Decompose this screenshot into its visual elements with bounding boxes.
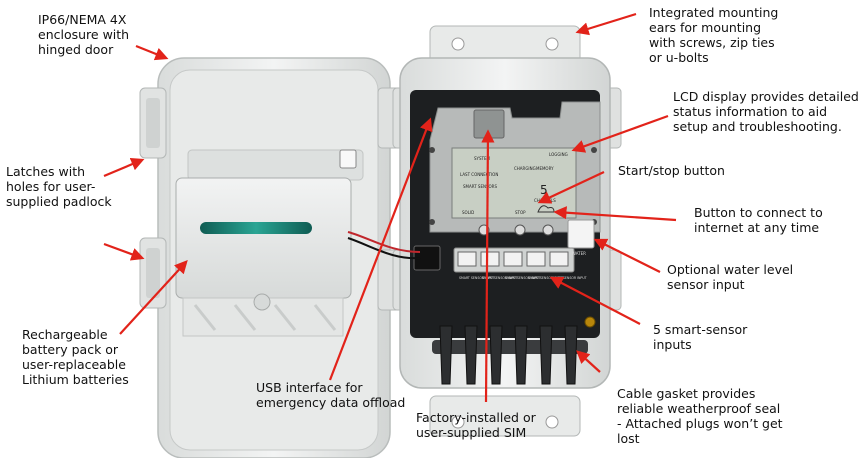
lcd-memory: MEMORY [536, 166, 554, 171]
battery-slot-icon [200, 222, 312, 234]
sensor-port-label: SMART SENSOR INPUT [551, 276, 587, 280]
lcd-channel-count: 5 [540, 183, 548, 197]
start-stop-button [514, 224, 526, 236]
callout-enclosure: IP66/NEMA 4X enclosure with hinged door [38, 12, 130, 57]
cable-plug [514, 325, 528, 385]
callout-ears: Integrated mounting ears for mounting wi… [649, 5, 779, 65]
water-level-port [567, 219, 595, 249]
sensor-port [526, 251, 546, 267]
lcd-solid: SOLID [462, 210, 474, 215]
cable-plug [539, 325, 553, 385]
callout-sensors: 5 smart-sensor inputs [653, 322, 748, 352]
callout-water: Optional water level sensor input [667, 262, 794, 292]
lcd-display [451, 147, 577, 219]
lcd-row-system: SYSTEM [474, 156, 490, 161]
hinged-door [139, 57, 401, 459]
cable-plug [489, 325, 503, 385]
sensor-port-label: SMART SENSOR INPUT [528, 276, 564, 280]
lcd-row-smart-sensors: SMART SENSORS [463, 184, 497, 189]
callout-lcd: LCD display provides detailed status inf… [673, 89, 859, 134]
callout-sim: Factory-installed or user-supplied SIM [416, 410, 536, 440]
sensor-port-label: SMART SENSOR INPUT [459, 276, 495, 280]
callout-gasket: Cable gasket provides reliable weatherpr… [617, 386, 783, 446]
sensor-port [549, 251, 569, 267]
sensor-port-label: SMART SENSOR INPUT [482, 276, 518, 280]
sensor-port [503, 251, 523, 267]
battery-pack [175, 177, 352, 337]
callout-latches: Latches with holes for user- supplied pa… [6, 164, 112, 209]
cable-plug [439, 325, 453, 385]
sensor-port-label: SMART SENSOR INPUT [505, 276, 541, 280]
callout-arrows [103, 12, 677, 403]
callout-startstop: Start/stop button [618, 163, 725, 178]
water-port-label: WATER [572, 251, 586, 256]
callout-battery: Rechargeable battery pack or user-replac… [22, 327, 129, 387]
sensor-port [480, 251, 500, 267]
cable-plug [464, 325, 478, 385]
lcd-logging: LOGGING [549, 152, 568, 157]
callout-usb: USB interface for emergency data offload [256, 380, 406, 410]
connect-button [542, 224, 554, 236]
callout-connect: Button to connect to internet at any tim… [694, 205, 823, 235]
cable-plug [564, 325, 578, 385]
sensor-port [457, 251, 477, 267]
lcd-stop: STOP [515, 210, 526, 215]
lcd-charging: CHARGING [514, 166, 536, 171]
lcd-row-last-connection: LAST CONNECTION [460, 172, 498, 177]
